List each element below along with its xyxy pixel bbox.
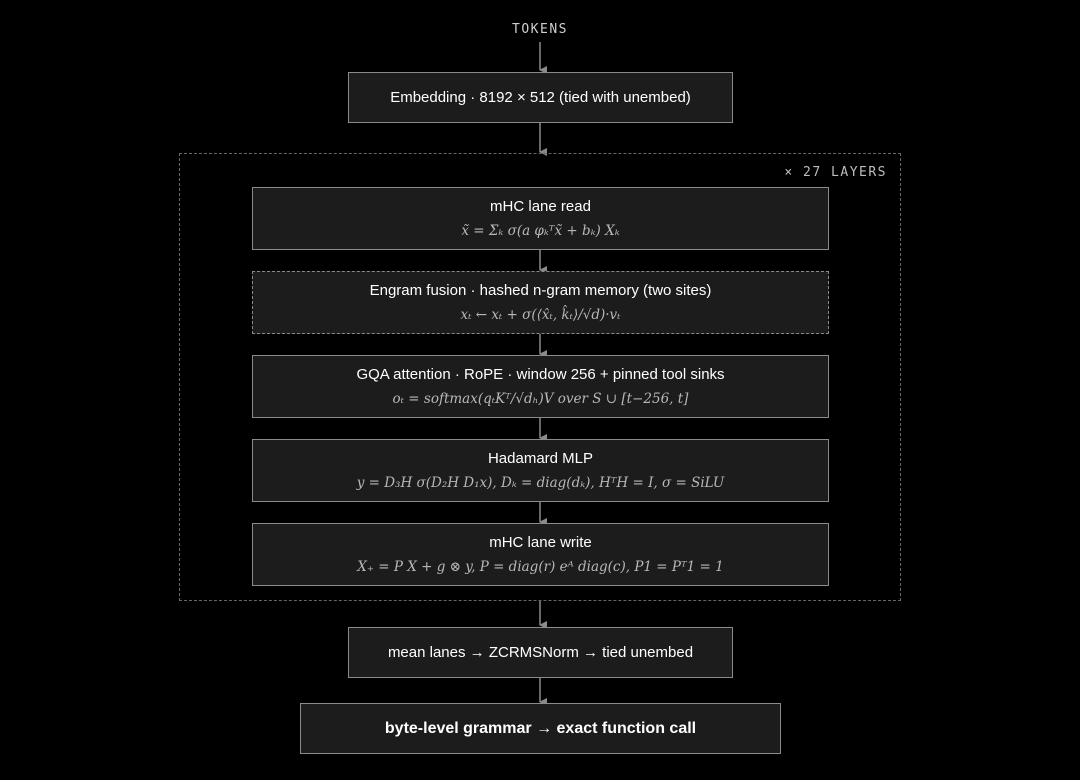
engram-fusion-box: Engram fusion · hashed n-gram memory (tw… [252, 271, 829, 334]
gqa-attention-box: GQA attention · RoPE · window 256 + pinn… [252, 355, 829, 418]
grammar-title: byte-level grammar → exact function call [384, 719, 697, 737]
gqa-attention-title: GQA attention · RoPE · window 256 + pinn… [356, 366, 725, 383]
output-norm-box: mean lanes → ZCRMSNorm → tied unembed [348, 627, 733, 678]
embedding-box: Embedding · 8192 × 512 (tied with unembe… [348, 72, 733, 123]
engram-fusion-title: Engram fusion · hashed n-gram memory (tw… [369, 282, 712, 299]
hadamard-mlp-formula: y = D₃H σ(D₂H D₁x), Dₖ = diag(dₖ), HᵀH =… [356, 475, 725, 491]
mhc-lane-write-title: mHC lane write [489, 534, 592, 551]
mhc-lane-read-box: mHC lane read x̃ = Σₖ σ(a φₖᵀx̃ + bₖ) Xₖ [252, 187, 829, 250]
tokens-label: TOKENS [512, 22, 568, 37]
mhc-lane-read-formula: x̃ = Σₖ σ(a φₖᵀx̃ + bₖ) Xₖ [461, 223, 620, 239]
output-norm-title: mean lanes → ZCRMSNorm → tied unembed [387, 643, 694, 661]
engram-fusion-formula: xₜ ← xₜ + σ(⟨x̂ₜ, k̂ₜ⟩/√d)·vₜ [460, 307, 621, 323]
gqa-attention-formula: oₜ = softmax(qₜKᵀ/√dₕ)V over S ∪ [t−256,… [392, 391, 689, 407]
grammar-box: byte-level grammar → exact function call [300, 703, 781, 754]
hadamard-mlp-box: Hadamard MLP y = D₃H σ(D₂H D₁x), Dₖ = di… [252, 439, 829, 502]
embedding-title: Embedding · 8192 × 512 (tied with unembe… [390, 88, 691, 106]
mhc-lane-write-box: mHC lane write X₊ = P X + g ⊗ y, P = dia… [252, 523, 829, 586]
hadamard-mlp-title: Hadamard MLP [487, 450, 594, 467]
mhc-lane-read-title: mHC lane read [490, 198, 591, 215]
layers-repeat-label: × 27 LAYERS [784, 165, 887, 180]
layers-group [179, 153, 901, 601]
mhc-lane-write-formula: X₊ = P X + g ⊗ y, P = diag(r) eᴬ diag(c)… [357, 559, 724, 575]
